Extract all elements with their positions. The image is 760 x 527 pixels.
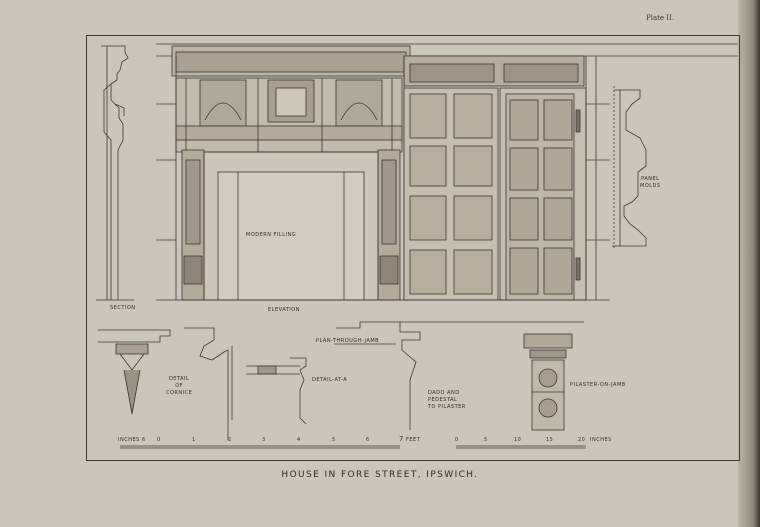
scale-inches-tick: 0 [455,437,459,443]
scale-inches-tick: 20 [578,437,586,443]
scale-bar-feet [120,445,400,449]
scale-inches-tick: 15 [546,437,554,443]
scale-feet-tick: 5 [332,437,336,443]
panel-molds-profile [612,86,647,250]
scale-inches-unit: INCHES [590,437,612,443]
scale-feet-unit: FEET [406,437,421,443]
panel-molds-label: PANEL MOLDS [640,176,661,189]
plate-number: Plate II. [646,14,675,22]
section-label: SECTION [110,305,136,311]
dado-pedestal-label: DADO AND PEDESTAL TO PILASTER [428,390,466,410]
pilaster-on-jamb-label: PILASTER-ON-JAMB [570,382,626,388]
plate-caption: HOUSE IN FORE STREET, IPSWICH. [281,470,479,480]
modern-filling-label: MODERN FILLING [246,232,297,238]
scale-inches-tick: 5 [484,437,488,443]
elevation-drawing [156,43,738,301]
detail-at-a-label: DETAIL-AT-A [312,377,348,383]
scale-feet-tick: 2 [228,437,232,443]
plan-through-jamb-label: PLAN-THROUGH-JAMB [316,338,380,344]
scale-inches-tick: 10 [514,437,522,443]
plan-through-jamb [334,321,584,430]
page-edge [738,0,760,527]
scale-feet-tick: 1 [192,437,196,443]
scale-bar-inches [456,445,586,449]
scale-feet-tick: 6 [142,437,146,443]
detail-of-cornice [98,327,233,440]
scale-feet-tick: 6 [366,437,370,443]
scale-feet-tick: 3 [262,437,266,443]
drawing-border [86,35,740,461]
scale-feet-tick: 0 [157,437,161,443]
elevation-label: ELEVATION [268,307,300,313]
scale-feet-tick: 7 [399,435,404,443]
detail-cornice-label: DETAIL OF CORNICE [166,376,193,396]
pilaster-on-jamb [523,333,573,431]
scale-feet-start: INCHES [118,437,140,443]
scale-feet-tick: 4 [297,437,301,443]
section-profile [96,45,134,301]
detail-at-a [246,357,307,425]
